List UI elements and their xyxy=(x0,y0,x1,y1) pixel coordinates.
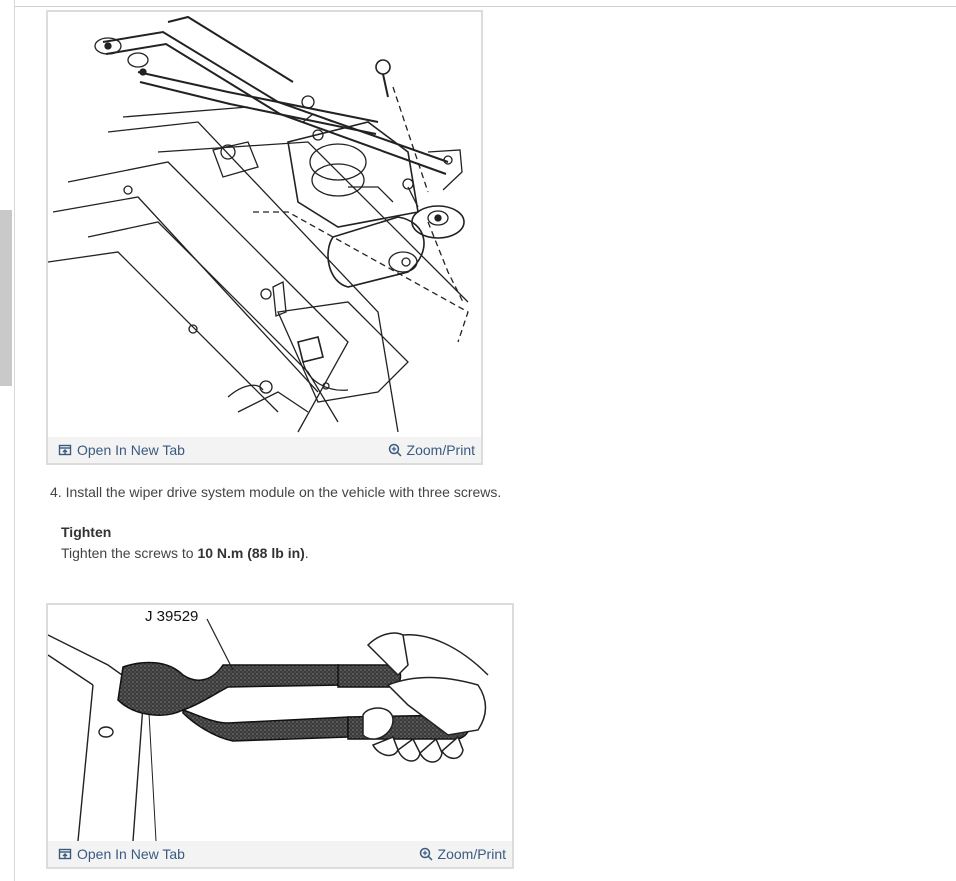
figure-toolbar: Open In New Tab Zoom/Print xyxy=(48,841,512,867)
zoom-icon xyxy=(388,443,402,457)
zoom-print-label: Zoom/Print xyxy=(437,846,506,862)
open-in-new-tab-label: Open In New Tab xyxy=(77,442,185,458)
figure-wiper-module: Open In New Tab Zoom/Print xyxy=(46,10,483,465)
zoom-icon xyxy=(419,847,433,861)
wiper-module-illustration[interactable] xyxy=(48,12,481,437)
tighten-heading: Tighten xyxy=(61,524,112,540)
tighten-spec: Tighten the screws to 10 N.m (88 lb in). xyxy=(61,545,309,561)
tighten-prefix: Tighten the screws to xyxy=(61,545,198,561)
figure-tool-j39529: J 39529 Open In New Tab xyxy=(46,603,514,869)
open-in-new-tab-link[interactable]: Open In New Tab xyxy=(58,442,185,458)
zoom-print-link[interactable]: Zoom/Print xyxy=(419,846,506,862)
tool-callout-label: J 39529 xyxy=(145,608,198,625)
torque-value: 10 N.m (88 lb in) xyxy=(197,545,305,561)
zoom-print-link[interactable]: Zoom/Print xyxy=(388,442,475,458)
scrollbar-thumb[interactable] xyxy=(0,210,12,386)
open-tab-icon xyxy=(58,847,72,861)
zoom-print-label: Zoom/Print xyxy=(406,442,475,458)
step-4-instruction: 4. Install the wiper drive system module… xyxy=(50,484,502,500)
open-in-new-tab-label: Open In New Tab xyxy=(77,846,185,862)
tighten-suffix: . xyxy=(304,545,309,561)
top-divider xyxy=(14,0,956,7)
left-scrollbar-track[interactable] xyxy=(0,0,15,881)
tool-illustration[interactable]: J 39529 xyxy=(48,605,512,841)
open-in-new-tab-link[interactable]: Open In New Tab xyxy=(58,846,185,862)
figure-toolbar: Open In New Tab Zoom/Print xyxy=(48,437,481,463)
open-tab-icon xyxy=(58,443,72,457)
